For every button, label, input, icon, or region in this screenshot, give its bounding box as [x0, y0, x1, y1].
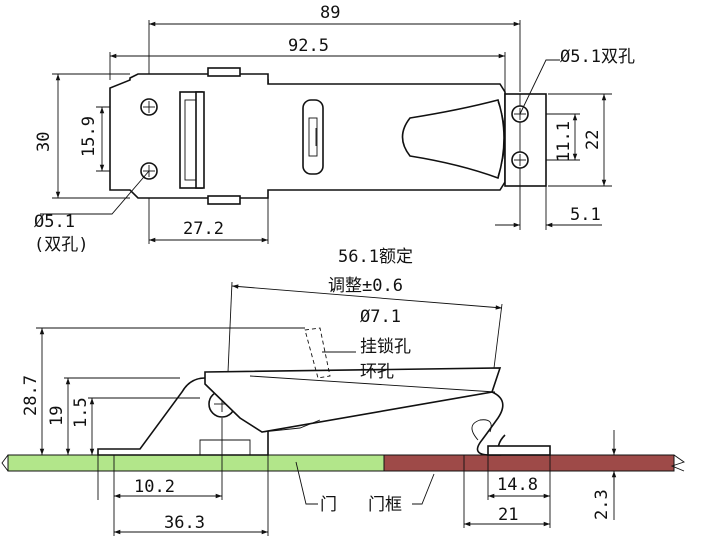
dim-14-8-label: 14.8 [497, 475, 538, 495]
leader-base-hole [40, 170, 150, 215]
side-strike [487, 445, 551, 456]
side-view: 56.1额定 调整±0.6 Ø7.1 挂锁孔 环孔 28.7 19 1.5 10… [1, 247, 685, 536]
door-frame-panel [383, 454, 675, 472]
dim-22-label: 22 [583, 130, 603, 150]
leader-door [295, 461, 318, 505]
dim-27-2-label: 27.2 [183, 219, 224, 239]
dim-30-label: 30 [34, 132, 54, 152]
door-panel [7, 454, 385, 472]
adjust-tolerance-label: 调整±0.6 [328, 276, 403, 296]
dim-5-1-label: 5.1 [570, 205, 601, 225]
lever-arm [204, 367, 502, 433]
bottom-tab [207, 195, 241, 205]
strike-hole-callout: Ø5.1双孔 [560, 47, 635, 67]
adjust-rated-label: 56.1额定 [338, 247, 413, 267]
base-hole-note: (双孔) [34, 235, 88, 255]
top-tab [207, 67, 241, 77]
ring-hole-text: 环孔 [360, 362, 394, 382]
dim-1-5-label: 1.5 [71, 397, 91, 428]
dim-2-3-label: 2.3 [592, 489, 612, 520]
padlock-hole-text: 挂锁孔 [360, 337, 411, 357]
padlock-slot [302, 99, 324, 175]
dim-10-2-label: 10.2 [134, 477, 175, 497]
padlock-hole-dia: Ø7.1 [360, 307, 401, 327]
dim-15-9-label: 15.9 [79, 116, 99, 157]
base-hole-callout: Ø5.1 [34, 212, 75, 232]
leader-strike-hole [519, 59, 560, 115]
door-frame-label: 门框 [368, 495, 402, 515]
top-view: 89 92.5 30 15.9 27.2 22 11.1 5.1 Ø5.1双孔 … [34, 3, 635, 255]
dim-28-7-label: 28.7 [21, 375, 41, 416]
door-label: 门 [320, 495, 337, 515]
dim-11-1-label: 11.1 [554, 121, 574, 162]
dim-89-label: 89 [320, 3, 340, 23]
dim-line-56-1 [231, 284, 503, 310]
dim-21-label: 21 [498, 505, 518, 525]
leader-frame [412, 473, 435, 505]
hook-tongue [401, 99, 505, 180]
dim-36-3-label: 36.3 [164, 513, 205, 533]
dim-19-label: 19 [47, 406, 67, 426]
dim-92-5-label: 92.5 [288, 36, 329, 56]
